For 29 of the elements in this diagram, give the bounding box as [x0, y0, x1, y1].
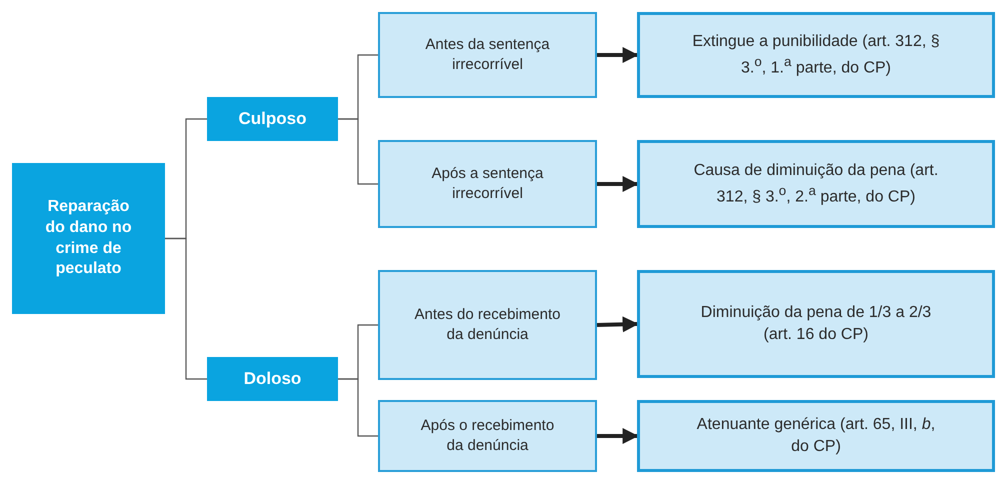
category-box	[207, 97, 338, 141]
node-text: Antes da sentença irrecorrível	[424, 34, 551, 75]
connector-line	[165, 238, 207, 380]
condition-box	[378, 140, 597, 228]
arrow	[597, 428, 639, 444]
node-text: Após a sentença irrecorrível	[430, 164, 544, 204]
condition-box	[378, 400, 597, 472]
node-text: Causa de diminuição da pena (art. 312, § 3.$^{o}$, 2.$^{a}$ parte, do CP)	[692, 161, 940, 208]
node-text: Extingue a punibilidade (art. 312, § 3.$^{o}$, 1.$^{a}$ parte, do CP)	[691, 32, 941, 78]
category-box	[12, 163, 165, 314]
condition-box	[378, 12, 597, 98]
result-box	[637, 140, 995, 228]
node-text: Antes do recebimento da denúncia	[414, 304, 561, 345]
arrow	[597, 47, 639, 63]
node-text: Atenuante genérica (art. 65, III, b, do CP)	[696, 415, 936, 457]
node-text: Reparação do dano no crime de peculato	[44, 196, 133, 280]
connector-line	[338, 378, 378, 437]
condition-box	[378, 270, 597, 380]
node-text: Após o recebimento da denúncia	[420, 416, 556, 456]
arrow	[597, 176, 639, 192]
result-box	[637, 270, 995, 378]
node-text: Culposo	[238, 109, 306, 129]
result-box	[637, 12, 995, 98]
arrow	[596, 316, 639, 332]
result-box	[637, 400, 995, 472]
node-text: Doloso	[244, 369, 302, 389]
connector-line	[338, 118, 378, 185]
node-text: Diminuição da pena de 1/3 a 2/3 (art. 16 do CP)	[700, 303, 932, 345]
category-box	[207, 357, 338, 401]
